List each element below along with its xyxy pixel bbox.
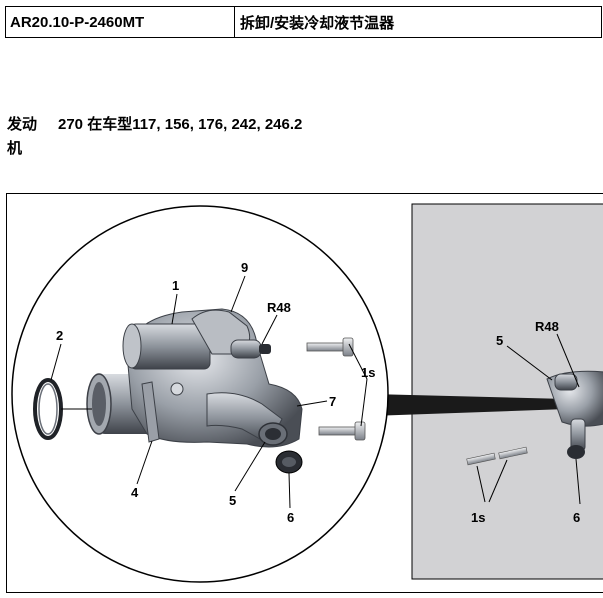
temp-sensor-plug: [259, 344, 271, 354]
callout-5: 5: [229, 493, 236, 508]
callout-1: 1: [172, 278, 179, 293]
document-title: 拆卸/安装冷却液节温器: [240, 14, 395, 32]
callout-7: 7: [329, 394, 336, 409]
document-code: AR20.10-P-2460MT: [6, 7, 235, 37]
inlet-pipe-bore: [265, 428, 281, 440]
callout-6: 6: [287, 510, 294, 525]
thermostat-illustration: 1 2 4 5 6 7 9 R48 1s 5 R48 1s 6: [11, 203, 603, 583]
document-header-table: AR20.10-P-2460MT 拆卸/安装冷却液节温器: [5, 6, 602, 38]
mounting-strip: [141, 381, 160, 443]
engine-label-cont: 机: [7, 140, 23, 157]
mounting-bolt: [170, 382, 184, 396]
detail-callout-5: 5: [496, 333, 503, 348]
callout-r48: R48: [267, 300, 291, 315]
thermostat-cap: [129, 323, 211, 370]
seal-ring-inner: [282, 457, 296, 467]
bolt-upper-head: [342, 337, 354, 357]
callout-2: 2: [56, 328, 63, 343]
engine-label: 发动: [7, 116, 38, 133]
callout-9: 9: [241, 260, 248, 275]
callout-lines-left: [50, 275, 368, 509]
detail-parts: [466, 370, 603, 466]
callout-lines-right: [476, 333, 581, 505]
o-ring-inner: [38, 383, 58, 435]
detail-callout-1s: 1s: [471, 510, 485, 525]
bolt-lower: [318, 426, 360, 436]
detail-callout-r48: R48: [535, 319, 559, 334]
pointer-wedge: [372, 394, 567, 416]
thermostat-cap-end: [122, 323, 142, 369]
engine-models: 270 在车型117, 156, 176, 242, 246.2: [58, 116, 303, 133]
callout-labels-right: 5 R48 1s 6: [471, 319, 580, 525]
bolt-lower-head: [354, 421, 366, 441]
thermostat-figure: 1 2 4 5 6 7 9 R48 1s 5 R48 1s 6: [6, 193, 603, 593]
bolt-upper: [306, 342, 348, 352]
callout-1s: 1s: [361, 365, 375, 380]
callout-4: 4: [131, 485, 139, 500]
temp-sensor: [230, 339, 262, 359]
callout-labels-left: 1 2 4 5 6 7 9 R48 1s: [56, 260, 375, 525]
outlet-pipe-bore: [92, 382, 106, 426]
detail-callout-6: 6: [573, 510, 580, 525]
